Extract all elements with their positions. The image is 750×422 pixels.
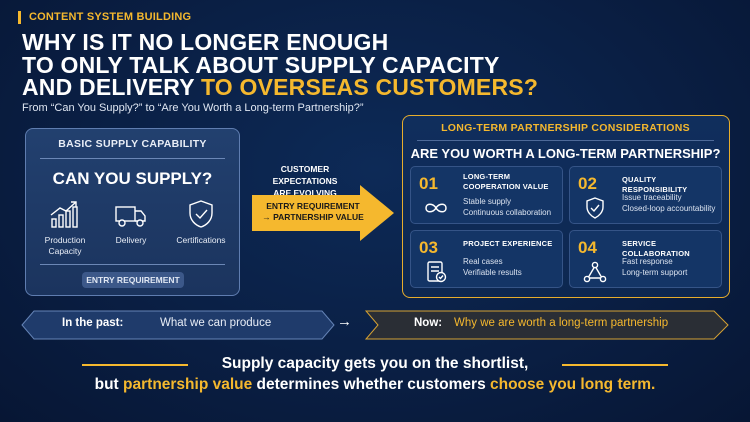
- conclusion-part-a: but: [94, 376, 124, 393]
- network-icon: [583, 261, 607, 283]
- card-title: QUALITY RESPONSIBILITY: [622, 175, 688, 194]
- card-line-2: Long-term support: [622, 268, 688, 277]
- past-now-banner: [21, 310, 729, 340]
- conclusion-part-c: determines whether customers: [252, 376, 490, 393]
- card-service-collaboration: 04 SERVICE COLLABORATION Fast response L…: [569, 230, 722, 288]
- title-line-3: AND DELIVERY TO OVERSEAS CUSTOMERS?: [22, 76, 538, 99]
- card-number: 04: [578, 238, 597, 257]
- card-line-1: Issue traceability: [622, 193, 682, 202]
- arrow-text: ENTRY REQUIREMENT → PARTNERSHIP VALUE: [258, 201, 368, 223]
- card-line-1: Real cases: [463, 257, 503, 266]
- title-line-2: TO ONLY TALK ABOUT SUPPLY CAPACITY: [22, 51, 500, 78]
- long-term-partnership-panel: LONG-TERM PARTNERSHIP CONSIDERATIONS ARE…: [402, 115, 730, 298]
- entry-requirement-badge: ENTRY REQUIREMENT: [82, 272, 184, 288]
- conclusion-line-1: Supply capacity gets you on the shortlis…: [221, 355, 529, 372]
- card-title-line-2: COOPERATION VALUE: [463, 182, 549, 191]
- divider: [40, 158, 225, 159]
- decorative-rule-left: [82, 364, 188, 366]
- document-check-icon: [427, 261, 447, 283]
- past-label: In the past:: [62, 317, 124, 329]
- past-value: What we can produce: [160, 317, 272, 329]
- card-title: SERVICE COLLABORATION: [622, 239, 690, 258]
- certifications-label: Certifications: [176, 235, 226, 245]
- divider: [417, 140, 714, 141]
- card-line-1: Stable supply: [463, 197, 512, 206]
- decorative-rule-right: [562, 364, 668, 366]
- partnership-heading: LONG-TERM PARTNERSHIP CONSIDERATIONS: [441, 122, 690, 134]
- caption-line-1: CUSTOMER EXPECTATIONS: [272, 164, 338, 186]
- card-long-term-cooperation: 01 LONG-TERM COOPERATION VALUE Stable su…: [410, 166, 563, 224]
- delivery-label: Delivery: [115, 235, 147, 245]
- subtitle: From “Can You Supply?” to “Are You Worth…: [22, 102, 364, 114]
- conclusion-highlight-1: partnership value: [123, 376, 253, 393]
- card-number: 03: [419, 238, 438, 257]
- title-line-1: WHY IS IT NO LONGER ENOUGH: [22, 29, 389, 55]
- kicker-label: CONTENT SYSTEM BUILDING: [18, 11, 191, 24]
- card-title: PROJECT EXPERIENCE: [463, 239, 553, 248]
- infinity-icon: [425, 203, 447, 213]
- customer-expectations-caption: CUSTOMER EXPECTATIONS ARE EVOLVING: [250, 163, 360, 199]
- now-label: Now:: [414, 317, 443, 329]
- shield-check-icon: [189, 200, 213, 228]
- shield-check-icon: [586, 197, 604, 219]
- truck-icon: [115, 206, 146, 227]
- card-line-2: Verifiable results: [463, 268, 522, 277]
- production-capacity-label: Production Capacity: [44, 235, 86, 256]
- caption-line-2: ARE EVOLVING: [273, 188, 337, 198]
- title-line-3-a: AND DELIVERY: [22, 74, 201, 100]
- card-line-2: Closed-loop accountability: [622, 204, 716, 213]
- partnership-question: ARE YOU WORTH A LONG-TERM PARTNERSHIP?: [410, 146, 721, 161]
- card-quality-responsibility: 02 QUALITY RESPONSIBILITY Issue traceabi…: [569, 166, 722, 224]
- divider: [40, 264, 225, 265]
- evolution-arrow: [252, 185, 394, 241]
- now-value: Why we are worth a long-term partnership: [454, 317, 669, 329]
- card-title: LONG-TERM COOPERATION VALUE: [463, 172, 549, 192]
- growth-chart-icon: [50, 201, 78, 228]
- card-number: 02: [578, 174, 597, 193]
- card-line-2: Continuous collaboration: [463, 208, 552, 217]
- card-number: 01: [419, 174, 438, 193]
- card-project-experience: 03 PROJECT EXPERIENCE Real cases Verifia…: [410, 230, 563, 288]
- conclusion-line-2: but partnership value determines whether…: [0, 376, 750, 394]
- card-title-line-1: LONG-TERM: [463, 172, 511, 181]
- card-line-1: Fast response: [622, 257, 673, 266]
- title-line-3-highlight: TO OVERSEAS CUSTOMERS?: [200, 74, 539, 100]
- basic-supply-heading: BASIC SUPPLY CAPABILITY: [58, 138, 207, 150]
- page-title: WHY IS IT NO LONGER ENOUGH TO ONLY TALK …: [22, 31, 538, 99]
- basic-supply-panel: BASIC SUPPLY CAPABILITY CAN YOU SUPPLY? …: [25, 128, 240, 296]
- arrow-line-1: ENTRY REQUIREMENT: [266, 201, 360, 211]
- conclusion-highlight-2: choose you long term.: [490, 376, 656, 393]
- arrow-line-2: → PARTNERSHIP VALUE: [262, 212, 364, 222]
- can-you-supply-question: CAN YOU SUPPLY?: [52, 169, 213, 188]
- arrow-right-icon: →: [337, 313, 352, 330]
